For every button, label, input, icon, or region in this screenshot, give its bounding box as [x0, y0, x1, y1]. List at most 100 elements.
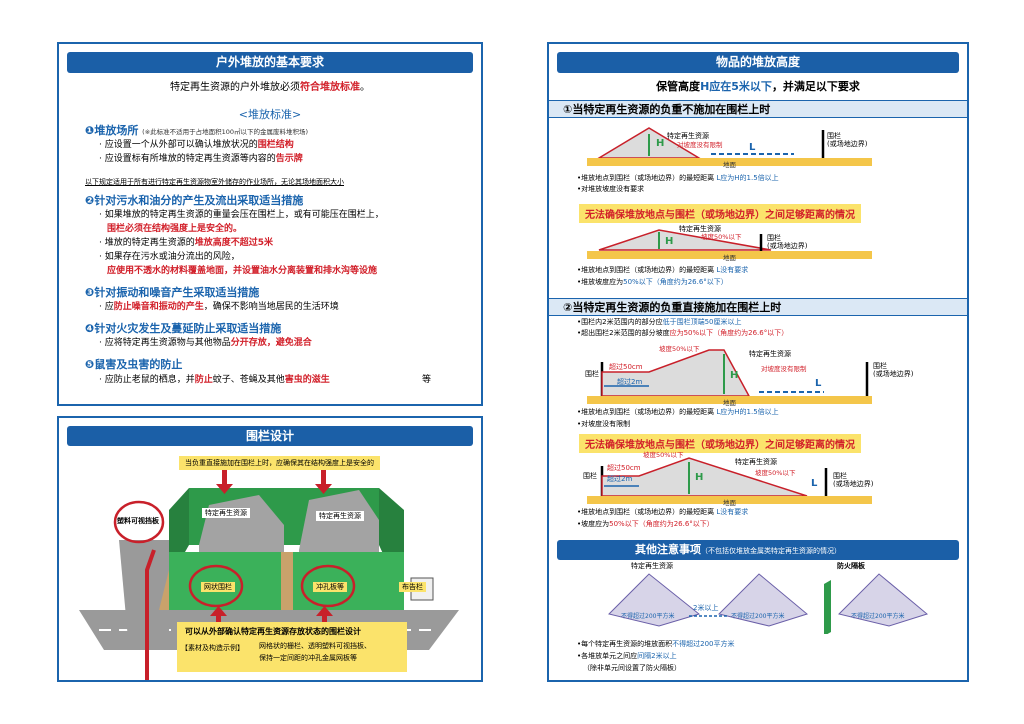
section5-title: ❺鼠害及虫害的防止 — [85, 358, 183, 371]
case1-L: L — [749, 142, 756, 153]
fence-illustration — [79, 460, 459, 680]
section5-etc: 等 — [422, 375, 432, 385]
case2-bullet3: •堆放地点到围栏（或场地边界）的最短距离 L应为H的1.5倍以上 — [577, 408, 779, 416]
case2b-slope-left: 坡度50%以下 — [643, 451, 684, 459]
perforated-label: 冲孔板等 — [313, 582, 347, 593]
case2b-fence-left: 围栏 — [583, 472, 597, 480]
case1-diagram — [596, 127, 825, 159]
section3-line1: · 应防止噪音和振动的产生，确保不影响当地居民的生活环境 — [99, 302, 339, 312]
top-load-note: 当负重直接施加在围栏上时，应确保其在结构强度上是安全的 — [179, 456, 380, 471]
case1-bullet1: •堆放地点到围栏（或场地边界）的最短距离 L应为H的1.5倍以上 — [577, 174, 779, 182]
case1-warning: 无法确保堆放地点与围栏（或场地边界）之间足够距离的情况 — [579, 204, 861, 223]
ground-label: 地面 — [723, 499, 736, 507]
section2-line5: 应使用不透水的材料覆盖地面，并设置油水分离装置和排水沟等设施 — [107, 266, 378, 276]
standard-title: <堆放标准> — [238, 108, 302, 121]
other-bullet2: •各堆放单元之间应间隔2米以上 — [577, 652, 677, 660]
case2-warning: 无法确保堆放地点与围栏（或场地边界）之间足够距离的情况 — [579, 434, 861, 453]
case2-no-limit: 对坡度没有限制 — [761, 365, 807, 373]
area-limit-2: 不得超过200平方米 — [731, 613, 785, 620]
design-note-box: 可以从外部确认特定再生资源存放状态的围栏设计 【素材及构造示例】 网格状的栅栏、… — [177, 622, 407, 672]
ground-bar — [587, 251, 872, 259]
area-limit-1: 不得超过200平方米 — [621, 613, 675, 620]
case2-slope: 坡度50%以下 — [659, 345, 700, 353]
design-note-main: 可以从外部确认特定再生资源存放状态的围栏设计 — [185, 627, 361, 636]
section2-line1: · 如果堆放的特定再生资源的重量会压在围栏上，或有可能压在围栏上， — [99, 210, 384, 220]
ground-bar — [587, 496, 872, 504]
scope-note: 以下规定适用于所有进行特定再生资源物室外储存的作业场所，无论其场地面积大小 — [85, 178, 344, 186]
case2-H: H — [730, 370, 739, 381]
case1b-bullet2: •堆放坡度应为50%以下（角度约为26.6°以下） — [577, 278, 728, 286]
case2b-H: H — [695, 472, 704, 483]
basic-requirements-panel: 户外堆放的基本要求 特定再生资源的户外堆放必须符合堆放标准。 <堆放标准> ❶堆… — [57, 42, 483, 406]
other-bullet1: •每个特定再生资源的堆放面积不得超过200平方米 — [577, 640, 735, 648]
case2b-over50: 超过50cm — [607, 464, 641, 472]
case2b-slope-right: 坡度50%以下 — [755, 469, 796, 477]
case2-fence-right: 围栏(或场地边界) — [873, 362, 914, 379]
section2-line3: · 堆放的特定再生资源的堆放高度不超过5米 — [99, 238, 273, 248]
case1-header: ①当特定再生资源的负重不施加在围栏上时 — [549, 100, 967, 118]
stacking-height-panel: 物品的堆放高度 保管高度H应在5米以下，并满足以下要求 ①当特定再生资源的负重不… — [547, 42, 969, 682]
section1-line1: · 应设置一个从外部可以确认堆放状况的围栏结构 — [99, 140, 294, 150]
ground-bar — [587, 158, 872, 166]
resource-label-left: 特定再生资源 — [202, 508, 250, 519]
plastic-panel-label: 塑料可视挡板 — [117, 517, 159, 525]
panel-title: 物品的堆放高度 — [557, 52, 959, 73]
section5-line1: · 应防止老鼠的栖息，并防止蚊子、苍蝇及其他害虫的滋生 — [99, 375, 330, 385]
fire-wall-label: 防火隔板 — [837, 562, 865, 570]
case1b-resource: 特定再生资源 — [679, 225, 721, 233]
section4-title: ❹针对火灾发生及蔓延防止采取适当措施 — [85, 322, 282, 335]
case2-L: L — [815, 378, 822, 389]
section3-title: ❸针对振动和噪音产生采取适当措施 — [85, 286, 260, 299]
section4-line1: · 应将特定再生资源物与其他物品分开存放，避免混合 — [99, 338, 312, 348]
section1-line2: · 应设置标有所堆放的特定再生资源等内容的告示牌 — [99, 154, 303, 164]
separation-diagram — [608, 573, 929, 634]
case1-bullet2: •对堆放坡度没有要求 — [577, 185, 645, 193]
intro-text: 特定再生资源的户外堆放必须符合堆放标准。 — [170, 82, 370, 93]
case2-over2m: 超过2m — [617, 378, 643, 386]
case1-H: H — [656, 138, 665, 149]
design-note-tag: 【素材及构造示例】 — [181, 644, 244, 652]
case1-slope: 对坡度没有限制 — [677, 141, 723, 149]
case2-diagram — [600, 349, 869, 397]
gap-label: 2米以上 — [693, 604, 719, 612]
case1-fence: 围栏(或场地边界) — [827, 132, 868, 149]
case2-bullet1: •围栏内2米范围内的部分应低于围栏顶端50厘米以上 — [577, 318, 742, 326]
section1-title: ❶堆放场所 (※此标准不适用于占地面积100㎡以下的金属废料堆积场) — [85, 124, 309, 137]
case2-over50: 超过50cm — [609, 363, 643, 371]
case1-resource: 特定再生资源 — [667, 132, 709, 140]
signboard-label: 布告栏 — [399, 582, 426, 593]
case2-bullet2: •超出围栏2米范围的部分坡度应为50%以下（角度约为26.6°以下） — [577, 329, 789, 337]
case1b-bullet1: •堆放地点到围栏（或场地边界）的最短距离 L没有要求 — [577, 266, 749, 274]
design-note-line2: 保持一定间距的冲孔金属网板等 — [259, 654, 357, 662]
case1b-diagram — [598, 229, 772, 252]
case2b-L: L — [811, 478, 818, 489]
case2b-over2m: 超过2m — [607, 475, 633, 483]
section2-line2: 围栏必须在结构强度上是安全的。 — [107, 224, 243, 234]
ground-bar — [587, 396, 872, 404]
case2-resource: 特定再生资源 — [749, 350, 791, 358]
section2-title: ❷针对污水和油分的产生及流出采取适当措施 — [85, 194, 304, 207]
case2b-fence-right: 围栏(或场地边界) — [833, 472, 874, 489]
case2-header: ②当特定再生资源的负重直接施加在围栏上时 — [549, 298, 967, 316]
other-bullet3: （除非单元间设置了防火隔板） — [583, 664, 681, 672]
case2b-bullet1: •堆放地点到围栏（或场地边界）的最短距离 L没有要求 — [577, 508, 749, 516]
other-resource: 特定再生资源 — [631, 562, 673, 570]
mesh-fence-label: 网状围栏 — [201, 582, 235, 593]
case2b-bullet2: •坡度应为50%以下（角度约为26.6°以下） — [577, 520, 714, 528]
case1b-H: H — [665, 236, 674, 247]
ground-label: 地面 — [723, 399, 736, 407]
case2-fence-left: 围栏 — [585, 370, 599, 378]
other-notes-title: 其他注意事项（不包括仅堆放金属类特定再生资源的情况） — [557, 540, 959, 560]
case1b-slope: 坡度50%以下 — [701, 233, 742, 241]
area-limit-3: 不得超过200平方米 — [851, 613, 905, 620]
height-subtitle: 保管高度H应在5米以下，并满足以下要求 — [656, 80, 860, 93]
case2-bullet4: •对坡度没有限制 — [577, 420, 631, 428]
panel-title: 围栏设计 — [67, 426, 473, 446]
design-note-line1: 网格状的栅栏、透明塑料可视挡板、 — [259, 642, 371, 650]
ground-label: 地面 — [723, 161, 736, 169]
fence-design-panel: 围栏设计 当负重直接施加在围栏上时，应确 — [57, 416, 483, 682]
case1b-fence: 围栏(或场地边界) — [767, 234, 808, 251]
ground-label: 地面 — [723, 254, 736, 262]
panel-title: 户外堆放的基本要求 — [67, 52, 473, 73]
resource-label-right: 特定再生资源 — [316, 511, 364, 522]
